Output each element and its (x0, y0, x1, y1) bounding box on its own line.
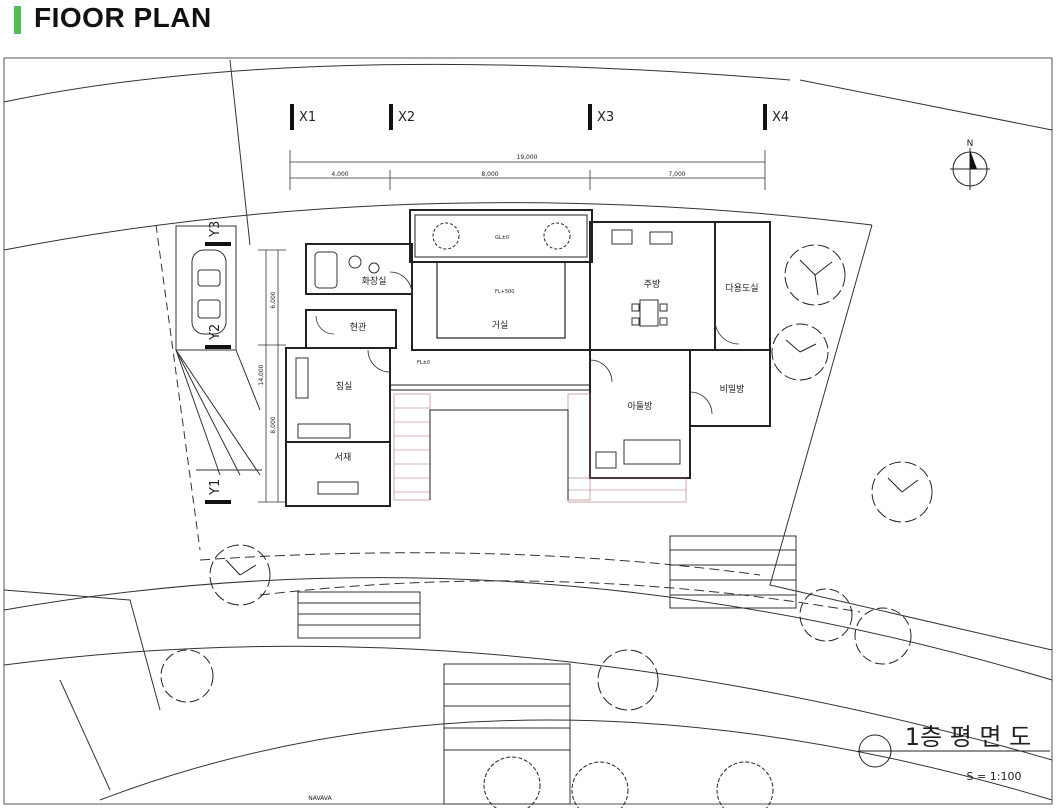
tree-icon (597, 649, 659, 711)
desk-icon (317, 481, 359, 495)
trees (160, 222, 933, 808)
room-label-utility: 다용도실 (725, 283, 758, 294)
dimension-segment-2: 8,000 (481, 171, 498, 178)
room-labels: 화장실 현관 거실 주방 다용도실 침실 서재 아들방 비밀방 (335, 276, 759, 463)
tree-icon (571, 761, 629, 808)
tree-icon (716, 761, 774, 808)
axis-label-x3: X3 (597, 110, 614, 125)
tree-icon (871, 461, 933, 523)
tree-icon (160, 649, 214, 703)
dining-table-icon (639, 299, 659, 327)
dimension-lines (258, 150, 766, 503)
sink-icon (348, 255, 362, 269)
axis-label-y3: Y3 (208, 221, 223, 238)
level-terrace: GL±0 (495, 235, 509, 241)
bed-icon (297, 423, 351, 439)
road-edge-line (3, 577, 1053, 681)
building-walls (285, 209, 771, 507)
dimension-overall: 19,000 (517, 154, 538, 161)
stove-icon (611, 229, 633, 245)
tree-icon (854, 607, 912, 665)
site-steps (297, 535, 797, 805)
kids-bed-icon (623, 439, 681, 465)
north-label: N (967, 139, 974, 149)
wardrobe-icon (295, 357, 309, 399)
level-hall: FL±0 (417, 360, 430, 366)
tree-icon (543, 222, 571, 250)
room-label-bathroom: 화장실 (362, 276, 387, 287)
title-block: 1층 평 면 도 S = 1:100 (858, 723, 1050, 783)
level-living: FL+500 (495, 289, 514, 295)
axis-label-x4: X4 (772, 110, 789, 125)
dimension-segment-3: 7,000 (668, 171, 685, 178)
room-label-secret-room: 비밀방 (720, 383, 745, 395)
room-label-study: 서재 (335, 452, 352, 463)
car-icon (191, 249, 227, 335)
grid-axes: X1 X2 X3 X4 Y1 Y2 Y3 (205, 104, 789, 504)
room-label-bedroom: 침실 (336, 381, 353, 392)
title-accent-bar (14, 6, 21, 34)
kids-desk-icon (595, 451, 617, 469)
tree-icon (432, 222, 460, 250)
tree-icon (799, 588, 853, 642)
axis-label-x1: X1 (299, 110, 316, 125)
tree-icon (771, 323, 829, 381)
room-label-entrance: 현관 (350, 322, 367, 333)
room-label-kids-room: 아들방 (628, 401, 653, 412)
drawing-scale: S = 1:100 (967, 770, 1022, 783)
kitchen-sink-icon (649, 231, 673, 245)
courtyard-outline (429, 409, 569, 500)
door-swings (315, 271, 740, 415)
bathtub-icon (314, 251, 338, 289)
dimension-vertical-upper: 6,000 (270, 291, 277, 308)
toilet-icon (368, 262, 380, 274)
axis-label-y1: Y1 (208, 479, 223, 496)
page-header: FIOOR PLAN (0, 0, 1056, 50)
footer-text: NAVAVA (308, 795, 332, 802)
tree-icon (483, 756, 541, 808)
tree-icon (209, 544, 271, 606)
page-title: FIOOR PLAN (34, 2, 212, 33)
dimension-vertical-total: 14,000 (258, 364, 265, 385)
room-label-living: 거실 (492, 320, 509, 331)
dimension-vertical-lower: 8,000 (270, 416, 277, 433)
axis-label-x2: X2 (398, 110, 415, 125)
sheet-frame (3, 57, 1053, 805)
dimension-segment-1: 4,000 (331, 171, 348, 178)
north-arrow-icon: N (950, 139, 990, 190)
site-lines (3, 59, 1053, 801)
furniture (295, 229, 681, 495)
axis-label-y2: Y2 (208, 324, 223, 341)
parking-area (175, 225, 262, 476)
tree-icon (784, 244, 846, 306)
drawing-title: 1층 평 면 도 (905, 723, 1031, 751)
room-label-kitchen: 주방 (644, 279, 661, 290)
